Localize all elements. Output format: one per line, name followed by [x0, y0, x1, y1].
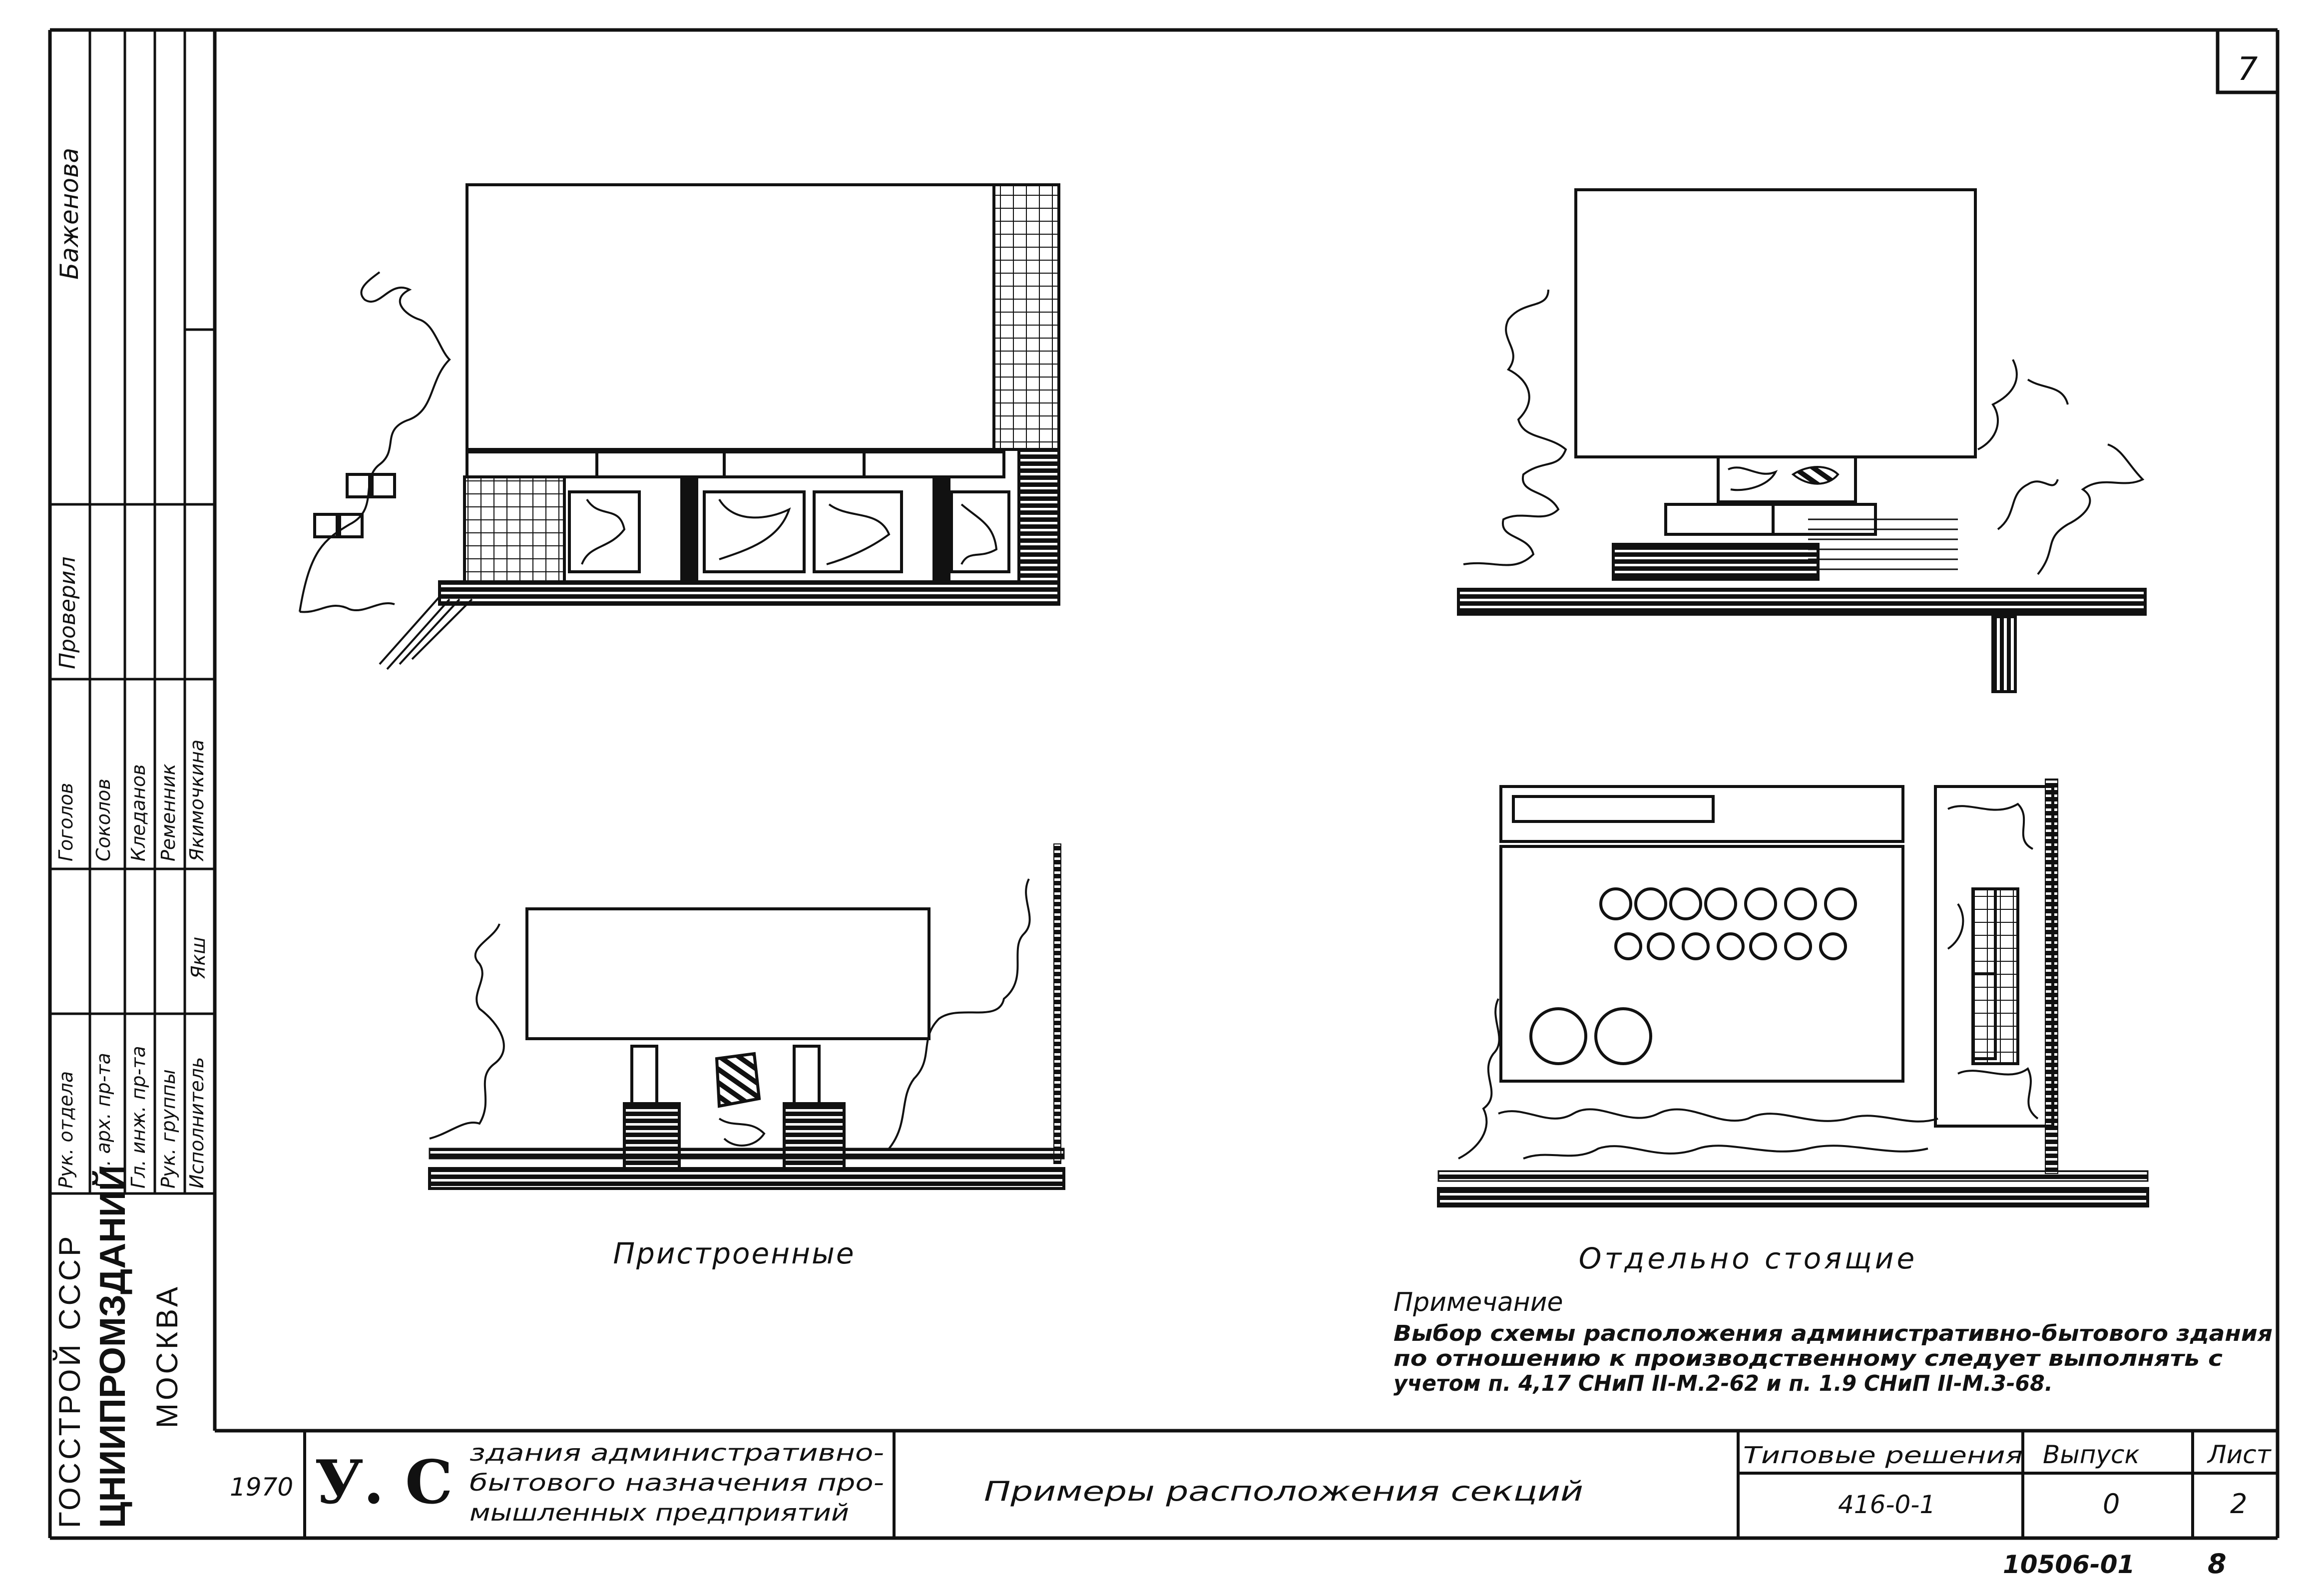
- page-number-box: [2216, 30, 2278, 94]
- note-line-2: по отношению к производственному следует…: [1394, 1346, 2223, 1371]
- drawing-attached-bottom: [428, 843, 1065, 1190]
- sheet-label: Лист: [2207, 1440, 2272, 1469]
- issue-value: 0: [2103, 1488, 2120, 1520]
- side-stamp-grid: [50, 30, 215, 1195]
- drawing-freestanding-top: [1457, 188, 2147, 693]
- role-2: Гл. арх. пр-та: [92, 1053, 114, 1189]
- org-line-1: ГОССТРОЙ СССР: [53, 1233, 86, 1528]
- title-block-grid: [303, 1431, 2278, 1538]
- mark: У. С: [315, 1447, 453, 1518]
- circle-row-1: [1599, 887, 1857, 920]
- issue-label: Выпуск: [2043, 1440, 2140, 1469]
- subject-line-2: бытового назначения про-: [469, 1469, 884, 1496]
- name-2: Соколов: [92, 779, 114, 861]
- drawing-freestanding-bottom: [1437, 779, 2149, 1207]
- sheet-frame: [48, 28, 2280, 1540]
- signature-5: Якш: [187, 936, 209, 979]
- bottom-page: 8: [2208, 1548, 2227, 1580]
- drawing-attached-top: [299, 183, 1060, 670]
- series-value: 416-0-1: [1838, 1490, 1935, 1519]
- note-line-3: учетом п. 4,17 СНиП II-М.2-62 и п. 1.9 С…: [1394, 1371, 2053, 1396]
- role-4: Рук. группы: [157, 1069, 179, 1189]
- org-line-2: ЦНИИПРОМЗДАНИЙ: [93, 1165, 133, 1528]
- name-1: Гоголов: [55, 783, 77, 861]
- caption-attached: Пристроенные: [613, 1236, 855, 1270]
- year: 1970: [230, 1473, 293, 1502]
- page-number: 7: [2238, 51, 2258, 88]
- bottom-code: 10506-01: [2003, 1550, 2135, 1579]
- role-5: Исполнитель: [186, 1057, 208, 1189]
- name-4: Ременник: [157, 764, 179, 861]
- name-5: Якимочкина: [186, 739, 208, 861]
- subject-line-3: мышленных предприятий: [469, 1499, 849, 1526]
- caption-freestanding: Отдельно стоящие: [1579, 1241, 1917, 1275]
- subject-line-1: здания административно-: [469, 1439, 884, 1466]
- sheet-value: 2: [2230, 1488, 2247, 1520]
- checked-label: Проверил: [55, 556, 80, 669]
- role-3: Гл. инж. пр-та: [127, 1046, 149, 1189]
- name-3: Кледанов: [127, 764, 149, 861]
- circle-row-2: [1614, 932, 1847, 960]
- sheet-title: Примеры расположения секций: [984, 1476, 1583, 1507]
- note-title: Примечание: [1394, 1287, 1563, 1317]
- org-line-3: МОСКВА: [150, 1284, 184, 1428]
- role-1: Рук. отдела: [55, 1071, 77, 1189]
- checked-name: Баженова: [55, 147, 84, 280]
- series-label: Типовые решения: [1743, 1442, 2023, 1469]
- note-line-1: Выбор схемы расположения административно…: [1394, 1321, 2273, 1346]
